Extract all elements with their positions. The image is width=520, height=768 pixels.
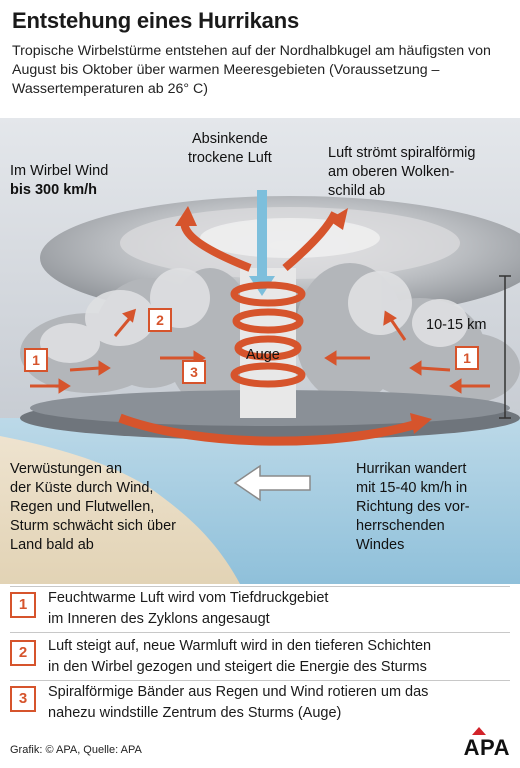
coast-label: Verwüstungen an der Küste durch Wind, Re… <box>10 460 176 555</box>
legend-line: in den Wirbel gezogen und steigert die E… <box>48 659 427 675</box>
sinking-air-line2: trockene Luft <box>188 150 272 166</box>
move-line5: Windes <box>356 537 405 553</box>
credit-line: Grafik: © APA, Quelle: APA <box>10 744 142 756</box>
move-line1: Hurrikan wandert <box>356 461 467 477</box>
eye-label: Auge <box>246 347 280 363</box>
divider <box>10 680 510 681</box>
coast-line1: Verwüstungen an <box>10 461 123 477</box>
legend-item-1: 1 Feuchtwarme Luft wird vom Tiefdruckgeb… <box>10 588 515 632</box>
hurricane-diagram: Im Wirbel Wind bis 300 km/h Absinkende t… <box>0 118 520 584</box>
legend-number: 3 <box>10 686 36 712</box>
marker-1-left: 1 <box>24 348 48 372</box>
outflow-label: Luft strömt spiralförmig am oberen Wolke… <box>328 144 475 201</box>
legend-line: Feuchtwarme Luft wird vom Tiefdruckgebie… <box>48 590 329 606</box>
legend-line: Luft steigt auf, neue Warmluft wird in d… <box>48 638 432 654</box>
wind-label: Im Wirbel Wind bis 300 km/h <box>10 162 108 200</box>
coast-line2: der Küste durch Wind, <box>10 480 154 496</box>
move-line4: herrschenden <box>356 518 445 534</box>
outflow-line3: schild ab <box>328 183 386 199</box>
wind-label-line1: Im Wirbel Wind <box>10 163 109 179</box>
apa-logo: APA <box>463 735 510 760</box>
movement-label: Hurrikan wandert mit 15-40 km/h in Richt… <box>356 460 470 555</box>
legend-line: nahezu windstille Zentrum des Sturms (Au… <box>48 705 342 721</box>
coast <box>0 436 240 584</box>
legend-text: Feuchtwarme Luft wird vom Tiefdruckgebie… <box>48 588 518 630</box>
spiral-bands <box>230 281 306 388</box>
outflow-line2: am oberen Wolken- <box>328 164 455 180</box>
movement-arrow <box>233 464 311 502</box>
coast-line4: Sturm schwächt sich über <box>10 518 177 534</box>
move-line3: Richtung des vor- <box>356 499 470 515</box>
legend-number: 1 <box>10 592 36 618</box>
subtitle: Tropische Wirbelstürme entstehen auf der… <box>12 43 491 97</box>
sinking-air-label: Absinkende trockene Luft <box>188 130 272 168</box>
marker-3: 3 <box>182 360 206 384</box>
coast-line5: Land bald ab <box>10 537 94 553</box>
legend-line: Spiralförmige Bänder aus Regen und Wind … <box>48 684 429 700</box>
apa-logo-triangle <box>472 727 486 735</box>
page-title: Entstehung eines Hurrikans <box>12 8 299 33</box>
legend-number: 2 <box>10 640 36 666</box>
marker-1-right: 1 <box>455 346 479 370</box>
legend-line: im Inneren des Zyklons angesaugt <box>48 611 270 627</box>
wind-label-line2: bis 300 km/h <box>10 182 98 198</box>
legend-text: Spiralförmige Bänder aus Regen und Wind … <box>48 682 518 724</box>
divider <box>10 632 510 633</box>
hurricane-illustration <box>0 118 520 584</box>
legend-item-2: 2 Luft steigt auf, neue Warmluft wird in… <box>10 636 515 680</box>
marker-2: 2 <box>148 308 172 332</box>
divider <box>10 586 510 587</box>
sinking-air-line1: Absinkende <box>192 131 268 147</box>
outflow-line1: Luft strömt spiralförmig <box>328 145 476 161</box>
legend-item-3: 3 Spiralförmige Bänder aus Regen und Win… <box>10 682 515 726</box>
coast-line3: Regen und Flutwellen, <box>10 499 155 515</box>
move-line2: mit 15-40 km/h in <box>356 480 468 496</box>
height-label: 10-15 km <box>426 317 487 333</box>
legend-text: Luft steigt auf, neue Warmluft wird in d… <box>48 636 518 678</box>
